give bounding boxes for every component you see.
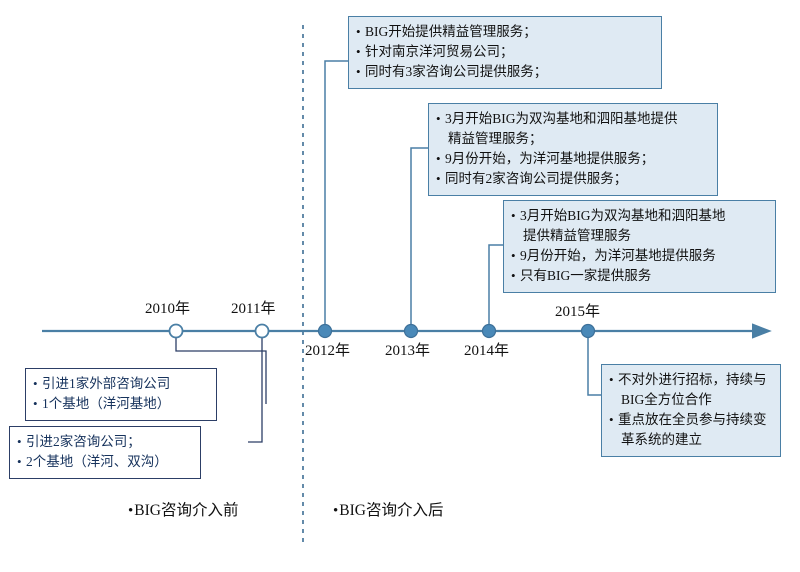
section-label-before: BIG咨询介入前 xyxy=(128,501,238,521)
section-label-after: BIG咨询介入后 xyxy=(333,501,443,521)
callout-2012: BIG开始提供精益管理服务； 针对南京洋河贸易公司； 同时有3家咨询公司提供服务… xyxy=(348,16,662,89)
callout-2012-line: 同时有3家咨询公司提供服务； xyxy=(356,62,653,82)
callout-2011-line: 引进2家咨询公司； xyxy=(17,432,192,452)
timeline-marker-2015 xyxy=(580,323,596,339)
callout-2010: 引进1家外部咨询公司 1个基地（洋河基地） xyxy=(25,368,217,421)
callout-2014-line: 提供精益管理服务 xyxy=(523,228,631,243)
year-label-2012: 2012年 xyxy=(305,343,351,359)
timeline-marker-2010 xyxy=(168,323,184,339)
leader-line-2014 xyxy=(488,244,503,331)
year-label-2014: 2014年 xyxy=(464,343,510,359)
leader-line-2011 xyxy=(248,331,263,443)
timeline-marker-2012 xyxy=(317,323,333,339)
callout-2014-line: 9月份开始，为洋河基地提供服务 xyxy=(511,246,767,266)
callout-2015-line: 重点放在全员参与持续变 xyxy=(609,410,772,430)
callout-2012-line: BIG开始提供精益管理服务； xyxy=(356,22,653,42)
timeline-marker-2013 xyxy=(403,323,419,339)
callout-2015-line: BIG全方位合作 xyxy=(621,392,712,407)
callout-2014: 3月开始BIG为双沟基地和泗阳基地 提供精益管理服务 9月份开始，为洋河基地提供… xyxy=(503,200,776,293)
year-label-2010: 2010年 xyxy=(145,301,191,317)
callout-2013-line: 同时有2家咨询公司提供服务； xyxy=(436,169,709,189)
callout-2015-line: 革系统的建立 xyxy=(621,432,702,447)
leader-line-2013 xyxy=(410,147,428,331)
callout-2012-line: 针对南京洋河贸易公司； xyxy=(356,42,653,62)
year-label-2011: 2011年 xyxy=(231,301,276,317)
year-label-2013: 2013年 xyxy=(385,343,431,359)
callout-2014-line: 3月开始BIG为双沟基地和泗阳基地 xyxy=(511,206,767,226)
callout-2011-line: 2个基地（洋河、双沟） xyxy=(17,452,192,472)
timeline-marker-2014 xyxy=(481,323,497,339)
callout-2010-line: 1个基地（洋河基地） xyxy=(33,394,208,414)
leader-line-2015 xyxy=(587,331,601,396)
callout-2013-line: 9月份开始，为洋河基地提供服务； xyxy=(436,149,709,169)
callout-2010-line: 引进1家外部咨询公司 xyxy=(33,374,208,394)
callout-2014-line: 只有BIG一家提供服务 xyxy=(511,266,767,286)
callout-2011: 引进2家咨询公司； 2个基地（洋河、双沟） xyxy=(9,426,201,479)
leader-line-2012 xyxy=(324,60,348,331)
callout-2013-line: 3月开始BIG为双沟基地和泗阳基地提供 xyxy=(436,109,709,129)
callout-2015: 不对外进行招标，持续与 BIG全方位合作 重点放在全员参与持续变 革系统的建立 xyxy=(601,364,781,457)
callout-2013-line: 精益管理服务； xyxy=(448,131,543,146)
timeline-marker-2011 xyxy=(254,323,270,339)
callout-2015-line: 不对外进行招标，持续与 xyxy=(609,370,772,390)
year-label-2015: 2015年 xyxy=(555,304,601,320)
callout-2013: 3月开始BIG为双沟基地和泗阳基地提供 精益管理服务； 9月份开始，为洋河基地提… xyxy=(428,103,718,196)
